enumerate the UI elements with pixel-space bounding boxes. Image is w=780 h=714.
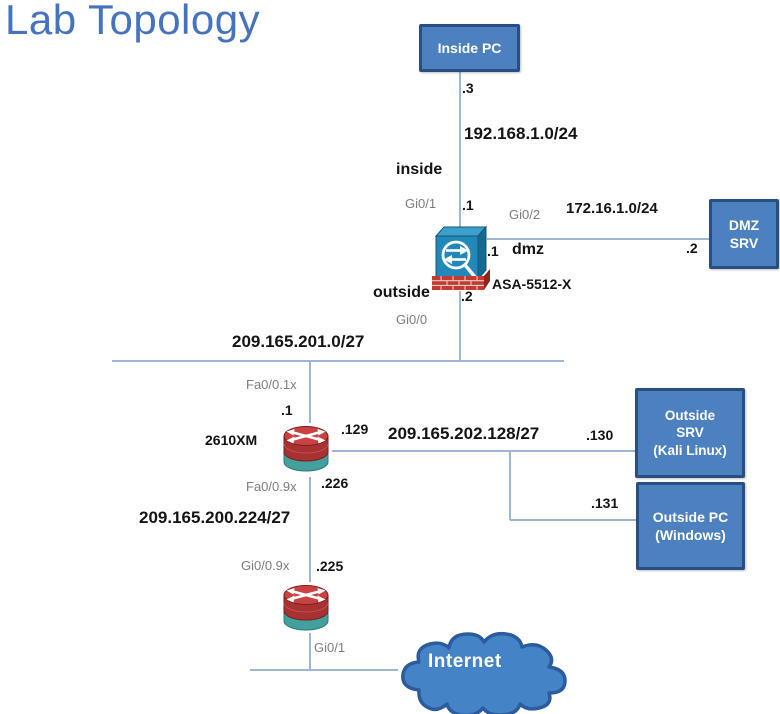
addr-dmz-srv: .2 (686, 240, 698, 256)
addr-router2-upstream: .225 (316, 558, 344, 574)
network-outside-transit: 209.165.201.0/27 (232, 332, 365, 351)
router1-icon (283, 426, 329, 472)
link-backbone-201 (112, 360, 564, 362)
node-outside-srv: Outside SRV (Kali Linux) (635, 388, 745, 478)
addr-outside-srv: .130 (586, 427, 614, 443)
asa-firewall-icon (432, 225, 490, 290)
addr-asa-dmz: .1 (487, 243, 499, 259)
network-outside-lan: 209.165.202.128/27 (388, 424, 540, 443)
interface-asa-gi02: Gi0/2 (509, 207, 541, 222)
internet-cloud-icon (401, 631, 567, 714)
link-202-branch (509, 451, 511, 520)
interface-asa-gi01: Gi0/1 (405, 196, 437, 211)
node-outside-pc: Outside PC (Windows) (636, 482, 745, 570)
addr-asa-outside: .2 (461, 288, 473, 304)
router2-icon (283, 585, 329, 631)
brick-wall (432, 269, 490, 290)
link-router1-outsidesrv (332, 450, 635, 452)
link-router2-internet (309, 633, 311, 670)
interface-router1-fa009x: Fa0/0.9x (246, 479, 297, 494)
addr-asa-inside: .1 (462, 197, 474, 213)
node-inside-pc: Inside PC (419, 24, 520, 72)
link-asa-outside-backbone (459, 291, 461, 361)
network-dmz: 172.16.1.0/24 (566, 200, 658, 217)
link-backbone-router1 (309, 361, 311, 423)
zone-inside: inside (396, 161, 443, 178)
page-title: Lab Topology (5, 0, 261, 43)
interface-asa-gi00: Gi0/0 (396, 312, 428, 327)
addr-outside-pc: .131 (591, 495, 619, 511)
router1-model-label: 2610XM (205, 432, 258, 448)
addr-router1-outside-lan: .129 (341, 421, 369, 437)
link-asa-dmzsrv (487, 238, 709, 240)
network-isp-link: 209.165.200.224/27 (139, 508, 291, 527)
network-inside: 192.168.1.0/24 (464, 124, 578, 143)
interface-router2-gi009x: Gi0/0.9x (241, 558, 290, 573)
addr-router1-upstream: .1 (281, 402, 293, 418)
asa-model-label: ASA-5512-X (492, 276, 572, 292)
link-branch-outsidepc (510, 519, 636, 521)
interface-router1-fa001x: Fa0/0.1x (246, 377, 297, 392)
link-internet-segment (250, 669, 398, 671)
node-dmz-srv: DMZ SRV (709, 199, 779, 269)
link-insidepc-asa (459, 71, 461, 229)
addr-inside-pc: .3 (462, 80, 474, 96)
zone-dmz: dmz (512, 241, 544, 258)
internet-label: Internet (428, 651, 502, 672)
interface-router2-gi01: Gi0/1 (314, 640, 346, 655)
link-router1-router2 (309, 477, 311, 582)
addr-router1-downstream: .226 (321, 475, 349, 491)
zone-outside: outside (373, 284, 430, 301)
